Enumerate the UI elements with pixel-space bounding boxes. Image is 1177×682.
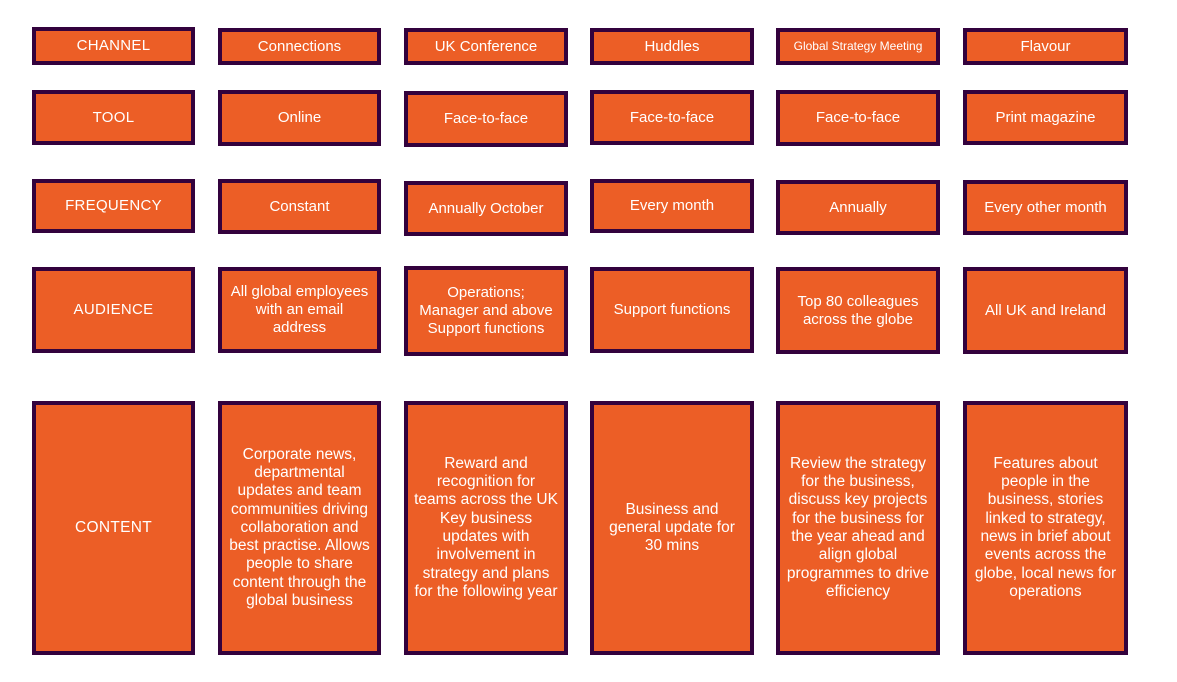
cell-frequency-huddles-text: Every month [629, 197, 715, 215]
cell-audience-uk-conference: Operations; Manager and above Support fu… [404, 266, 568, 356]
cell-frequency-global-strategy-meeting: Annually [776, 180, 940, 235]
cell-channel-connections-text: Connections [257, 37, 342, 55]
cell-audience-huddles-text: Support functions [613, 301, 731, 319]
cell-audience-flavour-text: All UK and Ireland [985, 301, 1106, 319]
cell-frequency-flavour-text: Every other month [984, 198, 1107, 216]
cell-content-connections-text: Corporate news, departmental updates and… [229, 445, 370, 609]
cell-frequency-uk-conference-text: Annually October [428, 199, 544, 217]
row-label-channel-text: CHANNEL [76, 37, 151, 55]
cell-tool-uk-conference-text: Face-to-face [443, 110, 529, 128]
cell-channel-uk-conference: UK Conference [404, 28, 568, 65]
cell-tool-huddles: Face-to-face [590, 90, 754, 145]
cell-channel-huddles: Huddles [590, 28, 754, 65]
cell-frequency-connections: Constant [218, 179, 381, 234]
cell-content-flavour: Features about people in the business, s… [963, 401, 1128, 655]
row-label-channel: CHANNEL [32, 27, 195, 65]
cell-audience-connections: All global employees with an email addre… [218, 267, 381, 353]
cell-tool-connections: Online [218, 90, 381, 146]
cell-frequency-flavour: Every other month [963, 180, 1128, 235]
cell-channel-global-strategy-meeting-text: Global Strategy Meeting [793, 39, 923, 54]
cell-content-flavour-text: Features about people in the business, s… [974, 454, 1117, 600]
row-label-frequency: FREQUENCY [32, 179, 195, 233]
cell-tool-connections-text: Online [277, 109, 322, 127]
cell-audience-connections-text: All global employees with an email addre… [230, 283, 369, 336]
row-label-content-text: CONTENT [74, 518, 152, 536]
cell-frequency-global-strategy-meeting-text: Annually [829, 198, 887, 216]
cell-content-connections: Corporate news, departmental updates and… [218, 401, 381, 655]
cell-content-uk-conference: Reward and recognition for teams across … [404, 401, 568, 655]
cell-frequency-connections-text: Constant [269, 197, 330, 215]
cell-tool-global-strategy-meeting-text: Face-to-face [815, 109, 901, 127]
row-label-frequency-text: FREQUENCY [65, 197, 162, 215]
cell-audience-uk-conference-text: Operations; Manager and above Support fu… [419, 284, 553, 337]
cell-tool-huddles-text: Face-to-face [629, 108, 715, 126]
cell-tool-uk-conference: Face-to-face [404, 91, 568, 147]
cell-tool-global-strategy-meeting: Face-to-face [776, 90, 940, 146]
cell-channel-global-strategy-meeting: Global Strategy Meeting [776, 28, 940, 65]
cell-channel-connections: Connections [218, 28, 381, 65]
row-label-audience-text: AUDIENCE [73, 301, 154, 319]
cell-channel-flavour-text: Flavour [1020, 37, 1071, 55]
cell-content-uk-conference-text: Reward and recognition for teams across … [414, 454, 558, 600]
cell-channel-uk-conference-text: UK Conference [434, 37, 538, 55]
cell-frequency-uk-conference: Annually October [404, 181, 568, 236]
cell-tool-flavour: Print magazine [963, 90, 1128, 145]
cell-audience-global-strategy-meeting-text: Top 80 colleagues across the globe [797, 292, 919, 328]
cell-channel-flavour: Flavour [963, 28, 1128, 65]
row-label-audience: AUDIENCE [32, 267, 195, 353]
cell-frequency-huddles: Every month [590, 179, 754, 233]
cell-content-global-strategy-meeting: Review the strategy for the business, di… [776, 401, 940, 655]
cell-channel-huddles-text: Huddles [644, 37, 700, 55]
row-label-tool-text: TOOL [92, 108, 135, 126]
cell-audience-huddles: Support functions [590, 267, 754, 353]
cell-content-huddles-text: Business and general update for 30 mins [609, 500, 735, 555]
cell-audience-flavour: All UK and Ireland [963, 267, 1128, 354]
cell-tool-flavour-text: Print magazine [995, 108, 1096, 126]
cell-audience-global-strategy-meeting: Top 80 colleagues across the globe [776, 267, 940, 354]
cell-content-huddles: Business and general update for 30 mins [590, 401, 754, 655]
row-label-tool: TOOL [32, 90, 195, 145]
cell-content-global-strategy-meeting-text: Review the strategy for the business, di… [786, 454, 930, 600]
row-label-content: CONTENT [32, 401, 195, 655]
